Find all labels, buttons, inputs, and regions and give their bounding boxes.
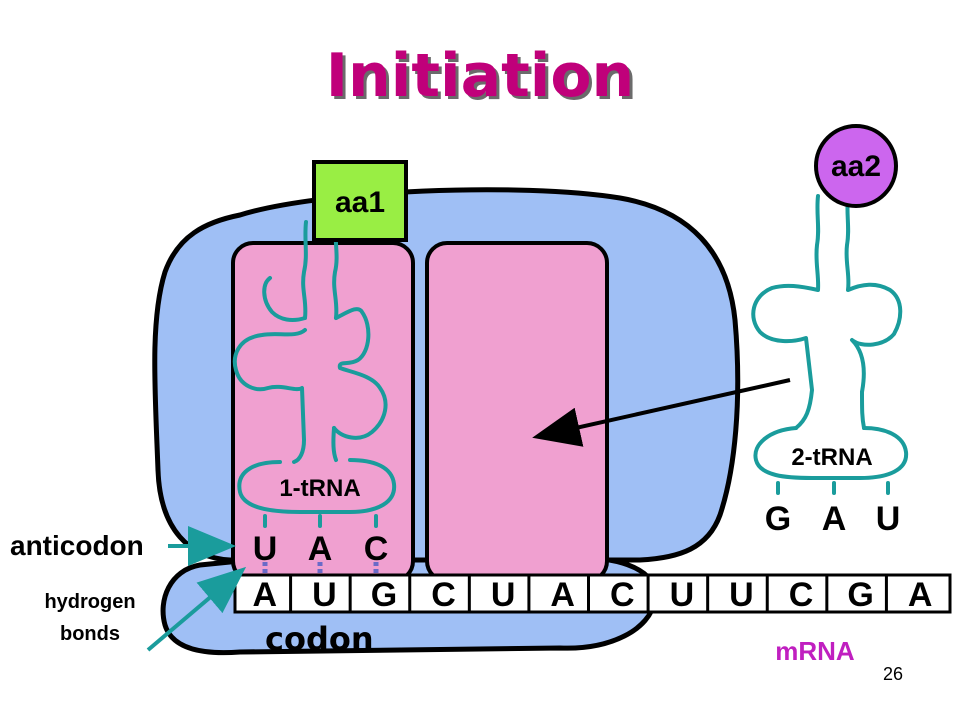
page-number: 26: [883, 664, 903, 684]
mrna-base: C: [789, 576, 814, 614]
mrna-base: C: [431, 576, 456, 614]
trna-2-anticodon-base-2: A: [822, 500, 847, 538]
mrna-base: A: [253, 576, 278, 614]
title-shadow: Initiation: [329, 44, 638, 114]
hydrogen-bonds-arrow: [146, 566, 247, 652]
trna-1-anticodon-base-2: A: [308, 530, 333, 568]
mrna-base: U: [729, 576, 754, 614]
mrna-base: U: [670, 576, 695, 614]
trna-2-label: 2-tRNA: [791, 444, 872, 471]
mrna-base: C: [610, 576, 635, 614]
trna-1-anticodon-loop: [237, 458, 397, 514]
trna-2-anticodon-base-1: G: [765, 500, 791, 538]
hydrogen-label: hydrogen: [44, 591, 135, 613]
entry-arrow: [532, 378, 791, 447]
trna-2-anticodon-loop: [753, 426, 909, 480]
trna-2: 2-tRNA: [751, 194, 909, 495]
a-site: [425, 241, 609, 583]
mrna-base: U: [312, 576, 337, 614]
page-title: Initiation: [326, 41, 635, 111]
anticodon-label: anticodon: [10, 530, 144, 561]
codon-label: codon: [265, 620, 374, 658]
trna-1-label: 1-tRNA: [279, 475, 360, 502]
mrna-base: G: [847, 576, 873, 614]
aa2-circle: [814, 124, 898, 208]
aa1-label: aa1: [335, 186, 385, 219]
hydrogen-bond-lines: [262, 562, 379, 576]
mrna-base: U: [491, 576, 516, 614]
mrna-base: A: [550, 576, 575, 614]
aa2-label: aa2: [831, 150, 881, 183]
aa1-box: [312, 160, 408, 242]
mrna-label: mRNA: [775, 636, 855, 666]
mrna-strip: [233, 573, 952, 614]
trna-2-anticodon-base-3: U: [876, 500, 901, 538]
trna-1-anticodon-base-3: C: [364, 530, 389, 568]
trna-1-anticodon-base-1: U: [253, 530, 278, 568]
mrna-base: G: [371, 576, 397, 614]
mrna-base: A: [908, 576, 933, 614]
bonds-label: bonds: [60, 623, 120, 645]
